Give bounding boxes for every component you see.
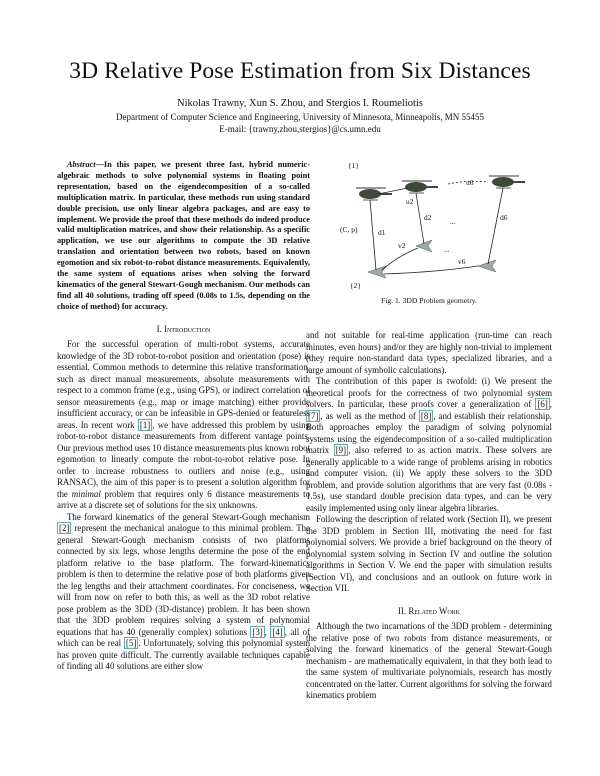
ellipsis-label: ... bbox=[450, 217, 456, 226]
trajectory-path bbox=[447, 180, 489, 185]
distance-line bbox=[415, 192, 425, 245]
citation-link[interactable]: [8] bbox=[418, 409, 434, 422]
citation-link[interactable]: [2] bbox=[57, 522, 72, 535]
figure-3dd-geometry: {1} {2} (C, p) u6 u2 d1 d2 d6 v2 v6 ... … bbox=[340, 161, 525, 290]
affiliation-block: Department of Computer Science and Engin… bbox=[0, 112, 600, 135]
citation-link[interactable]: [3] bbox=[250, 625, 265, 638]
abstract-lead: Abstract bbox=[67, 160, 96, 169]
distance-label-d2: d2 bbox=[424, 213, 432, 222]
vector-label-u6: u6 bbox=[466, 178, 474, 187]
airplane-icon bbox=[367, 265, 387, 279]
abstract: Abstract—In this paper, we present three… bbox=[57, 160, 310, 313]
figure-caption: Fig. 1. 3DD Problem geometry. bbox=[381, 296, 477, 305]
related-paragraph-1: Although the two incarnations of the 3DD… bbox=[306, 621, 552, 700]
text-run: , as well as the method of bbox=[320, 410, 419, 421]
intro-paragraph-2: The forward kinematics of the general St… bbox=[57, 512, 310, 673]
citation-link[interactable]: [7] bbox=[306, 409, 321, 422]
paper-title: 3D Relative Pose Estimation from Six Dis… bbox=[69, 58, 531, 84]
text-run: , bbox=[549, 399, 552, 409]
citation-link[interactable]: [1] bbox=[137, 418, 153, 431]
distance-line bbox=[369, 199, 377, 271]
text-run: The forward kinematics of the general St… bbox=[67, 511, 310, 522]
text-run: , and establish their relationship. Both… bbox=[306, 410, 552, 456]
trajectory-path bbox=[377, 187, 409, 195]
left-column: Abstract—In this paper, we present three… bbox=[57, 160, 310, 673]
helicopter-icon bbox=[356, 187, 392, 201]
intro-paragraph-5: Following the description of related wor… bbox=[306, 514, 552, 593]
vector-label-v6: v6 bbox=[458, 257, 466, 266]
intro-paragraph-1: For the successful operation of multi-ro… bbox=[57, 339, 310, 512]
pose-label: (C, p) bbox=[340, 225, 358, 234]
helicopter-icon bbox=[402, 180, 438, 194]
text-run: problem that requires only 6 distance me… bbox=[57, 488, 311, 511]
trajectory-path bbox=[381, 247, 419, 271]
citation-link[interactable]: [9] bbox=[333, 444, 349, 456]
intro-paragraph-4: The contribution of this paper is twofol… bbox=[306, 376, 552, 514]
text-run: , bbox=[264, 626, 271, 637]
section-heading-introduction: I. Introduction bbox=[156, 323, 211, 334]
text-run: The contribution of this paper is twofol… bbox=[306, 376, 552, 409]
distance-line bbox=[487, 187, 504, 265]
distance-label-d6: d6 bbox=[500, 213, 508, 222]
author-list: Nikolas Trawny, Xun S. Zhou, and Stergio… bbox=[177, 98, 423, 109]
text-run: , we have addressed this problem by usin… bbox=[57, 419, 310, 499]
intro-paragraph-3: and not suitable for real-time applicati… bbox=[306, 330, 552, 375]
citation-link[interactable]: [4] bbox=[270, 625, 285, 638]
vector-label-u2: u2 bbox=[406, 197, 414, 206]
citation-link[interactable]: [6] bbox=[535, 398, 550, 410]
helicopter-icon bbox=[489, 175, 525, 189]
vector-label-v2: v2 bbox=[398, 241, 406, 250]
trajectory-path bbox=[383, 265, 479, 275]
right-column: and not suitable for real-time applicati… bbox=[306, 330, 552, 702]
frame-label-2: {2} bbox=[350, 281, 361, 290]
text-run: represent the mechanical analogue to thi… bbox=[57, 523, 310, 637]
airplane-icon bbox=[477, 259, 497, 273]
distance-label-d1: d1 bbox=[378, 228, 386, 237]
text-run: . Unfortunately, solving this polynomial… bbox=[57, 638, 310, 672]
frame-label-1: {1} bbox=[348, 161, 359, 170]
abstract-body: —In this paper, we present three fast, h… bbox=[57, 160, 310, 311]
citation-link[interactable]: [5] bbox=[123, 637, 139, 650]
text-run: , all of which can be real bbox=[57, 626, 311, 649]
email: E-mail: {trawny,zhou,stergios}@cs.umn.ed… bbox=[219, 123, 381, 134]
airplane-icon bbox=[415, 239, 433, 253]
text-run: , also referred to as action matrix. The… bbox=[306, 445, 552, 513]
ellipsis-label: ... bbox=[444, 245, 450, 254]
affiliation: Department of Computer Science and Engin… bbox=[116, 112, 484, 122]
emphasis: minimal bbox=[71, 488, 101, 499]
text-run: For the successful operation of multi-ro… bbox=[57, 339, 310, 430]
section-heading-related-work: II. Related Work bbox=[397, 605, 461, 616]
